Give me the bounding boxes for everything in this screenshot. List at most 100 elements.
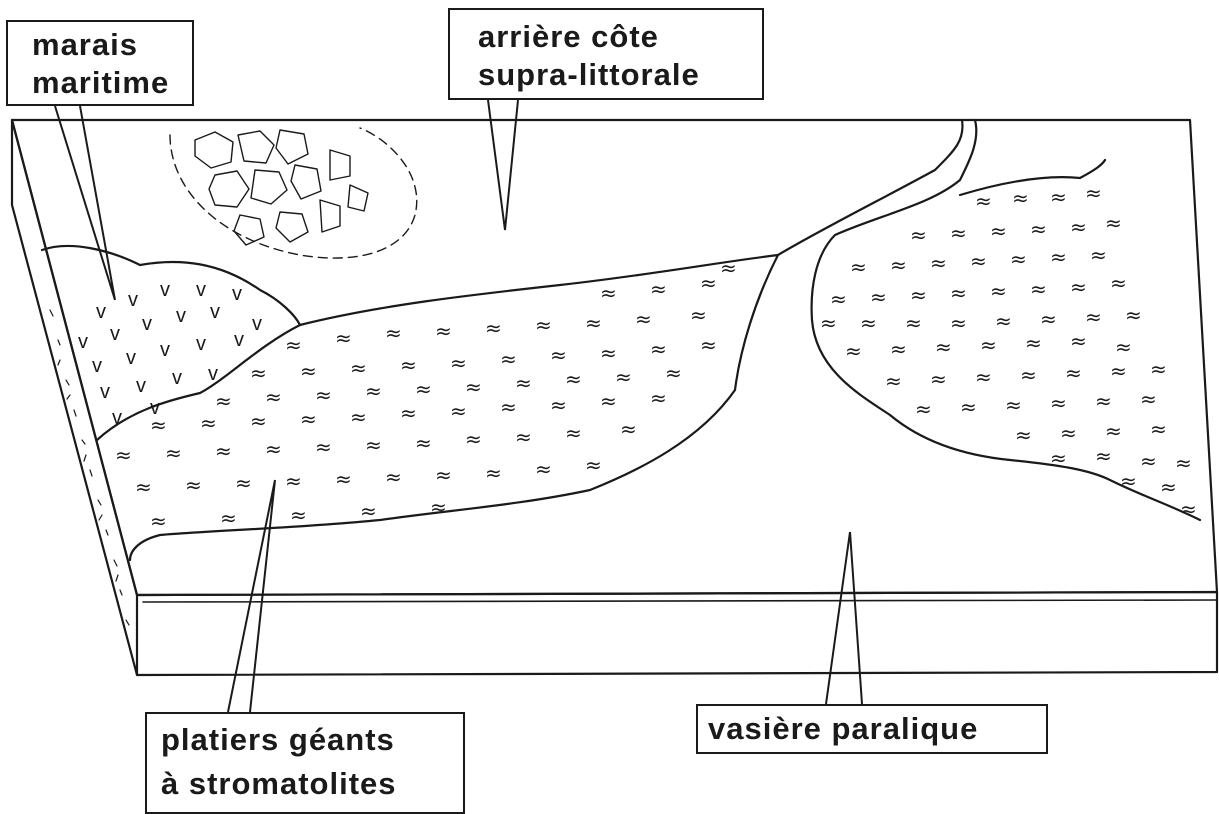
- svg-text:≈: ≈: [450, 351, 467, 375]
- svg-text:≈: ≈: [700, 271, 717, 295]
- stromatolite-symbols-left: ≈≈≈≈≈≈≈≈≈ ≈≈≈≈≈≈≈≈≈≈ ≈≈≈≈≈≈≈≈≈≈ ≈≈≈≈≈≈≈≈…: [115, 256, 737, 533]
- svg-text:≈: ≈: [1030, 277, 1047, 301]
- svg-text:≈: ≈: [845, 339, 862, 363]
- svg-text:≈: ≈: [1180, 497, 1197, 521]
- svg-text:v: v: [252, 313, 262, 335]
- svg-text:≈: ≈: [400, 401, 417, 425]
- label-platiers-line1: platiers géants: [161, 718, 463, 762]
- svg-text:v: v: [160, 339, 170, 361]
- label-vasiere-line1: vasière paralique: [708, 708, 1046, 750]
- svg-text:≈: ≈: [400, 353, 417, 377]
- svg-text:≈: ≈: [950, 221, 967, 245]
- svg-text:≈: ≈: [990, 219, 1007, 243]
- svg-text:≈: ≈: [620, 417, 637, 441]
- svg-text:≈: ≈: [1050, 446, 1067, 470]
- svg-text:≈: ≈: [930, 251, 947, 275]
- svg-text:≈: ≈: [135, 475, 152, 499]
- svg-text:v: v: [234, 329, 244, 351]
- svg-text:≈: ≈: [1140, 387, 1157, 411]
- svg-text:≈: ≈: [250, 361, 267, 385]
- svg-text:≈: ≈: [335, 467, 352, 491]
- svg-text:≈: ≈: [1040, 307, 1057, 331]
- label-arriere-cote: arrière côte supra-littorale: [448, 8, 764, 100]
- svg-text:≈: ≈: [185, 473, 202, 497]
- svg-text:≈: ≈: [820, 311, 837, 335]
- svg-text:v: v: [112, 407, 122, 429]
- svg-text:≈: ≈: [1065, 361, 1082, 385]
- label-platiers: platiers géants à stromatolites: [145, 712, 465, 814]
- svg-text:v: v: [96, 301, 106, 323]
- svg-text:≈: ≈: [1025, 331, 1042, 355]
- svg-text:≈: ≈: [335, 326, 352, 350]
- svg-text:≈: ≈: [975, 189, 992, 213]
- svg-text:≈: ≈: [220, 506, 237, 530]
- svg-text:≈: ≈: [1120, 469, 1137, 493]
- svg-text:≈: ≈: [600, 281, 617, 305]
- svg-text:≈: ≈: [465, 375, 482, 399]
- svg-text:≈: ≈: [915, 397, 932, 421]
- svg-text:v: v: [136, 375, 146, 397]
- svg-text:≈: ≈: [995, 309, 1012, 333]
- svg-text:≈: ≈: [300, 407, 317, 431]
- svg-text:≈: ≈: [1070, 275, 1087, 299]
- svg-text:≈: ≈: [285, 469, 302, 493]
- svg-text:≈: ≈: [960, 395, 977, 419]
- svg-text:≈: ≈: [1085, 305, 1102, 329]
- svg-text:≈: ≈: [665, 361, 682, 385]
- svg-text:≈: ≈: [1150, 417, 1167, 441]
- svg-text:≈: ≈: [1115, 335, 1132, 359]
- svg-text:≈: ≈: [415, 431, 432, 455]
- svg-text:≈: ≈: [615, 365, 632, 389]
- svg-text:≈: ≈: [905, 311, 922, 335]
- svg-text:≈: ≈: [550, 343, 567, 367]
- label-platiers-line2: à stromatolites: [161, 762, 463, 806]
- svg-text:≈: ≈: [600, 341, 617, 365]
- svg-text:≈: ≈: [535, 457, 552, 481]
- label-marais-maritime: marais maritime: [6, 20, 194, 106]
- svg-text:≈: ≈: [1125, 303, 1142, 327]
- svg-text:≈: ≈: [300, 359, 317, 383]
- svg-text:≈: ≈: [1160, 475, 1177, 499]
- svg-text:≈: ≈: [150, 413, 167, 437]
- svg-text:≈: ≈: [890, 253, 907, 277]
- svg-text:≈: ≈: [200, 411, 217, 435]
- svg-text:≈: ≈: [535, 313, 552, 337]
- svg-text:≈: ≈: [550, 393, 567, 417]
- svg-text:≈: ≈: [1015, 423, 1032, 447]
- svg-text:≈: ≈: [290, 503, 307, 527]
- svg-text:v: v: [232, 283, 242, 305]
- svg-text:≈: ≈: [980, 333, 997, 357]
- svg-text:≈: ≈: [650, 337, 667, 361]
- svg-text:v: v: [142, 313, 152, 335]
- svg-text:≈: ≈: [1050, 185, 1067, 209]
- svg-text:v: v: [126, 347, 136, 369]
- svg-text:≈: ≈: [285, 333, 302, 357]
- svg-text:v: v: [128, 289, 138, 311]
- svg-text:≈: ≈: [565, 367, 582, 391]
- svg-text:≈: ≈: [365, 433, 382, 457]
- svg-text:≈: ≈: [1140, 449, 1157, 473]
- label-arriere-line1: arrière côte: [478, 18, 762, 56]
- svg-text:≈: ≈: [350, 405, 367, 429]
- svg-text:≈: ≈: [1175, 451, 1192, 475]
- svg-text:≈: ≈: [1050, 245, 1067, 269]
- svg-text:≈: ≈: [150, 509, 167, 533]
- svg-text:≈: ≈: [850, 255, 867, 279]
- svg-text:≈: ≈: [565, 421, 582, 445]
- svg-text:v: v: [92, 355, 102, 377]
- svg-text:≈: ≈: [950, 281, 967, 305]
- svg-text:≈: ≈: [500, 395, 517, 419]
- svg-text:≈: ≈: [515, 371, 532, 395]
- svg-text:≈: ≈: [1090, 243, 1107, 267]
- svg-text:≈: ≈: [1070, 215, 1087, 239]
- svg-text:≈: ≈: [970, 249, 987, 273]
- svg-text:≈: ≈: [910, 283, 927, 307]
- svg-text:≈: ≈: [585, 453, 602, 477]
- svg-text:≈: ≈: [890, 337, 907, 361]
- svg-text:≈: ≈: [450, 399, 467, 423]
- svg-text:≈: ≈: [1060, 421, 1077, 445]
- label-vasiere-paralique: vasière paralique: [696, 704, 1048, 754]
- svg-text:v: v: [210, 301, 220, 323]
- svg-text:≈: ≈: [975, 365, 992, 389]
- stromatolite-symbols-right: ≈≈≈≈ ≈≈≈≈≈≈ ≈≈≈≈≈≈≈ ≈≈≈≈≈≈≈≈ ≈≈≈≈≈≈≈≈ ≈≈…: [820, 181, 1197, 521]
